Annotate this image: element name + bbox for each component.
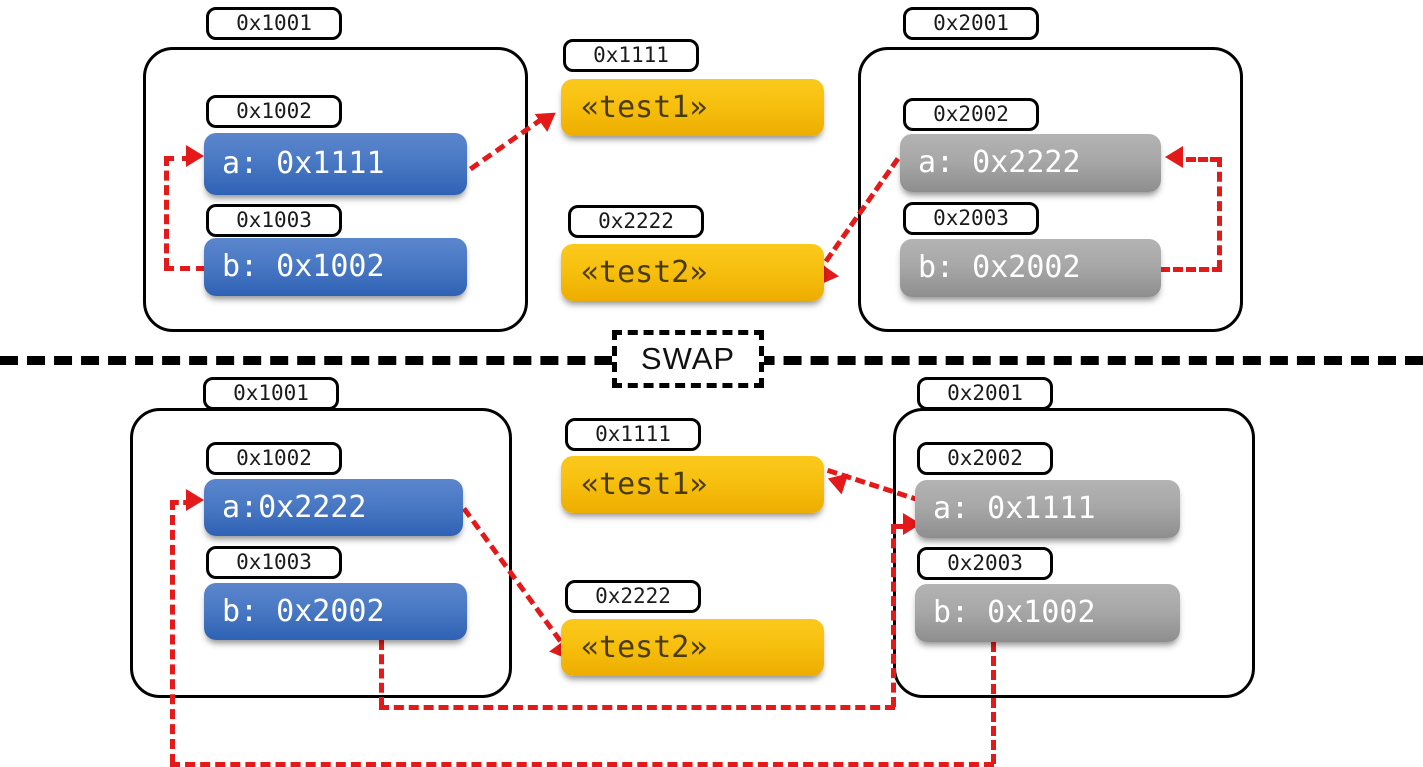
after-bluea-riser-line — [170, 500, 175, 764]
before-string0-cell: «test1» — [561, 79, 824, 136]
before-a-to-test1-arrowhead — [534, 103, 563, 133]
after-right-slot0-cell: a: 0x1111 — [915, 480, 1180, 538]
after-grayb-drop-line — [991, 642, 996, 764]
before-right-a-entry-line — [1186, 157, 1220, 162]
after-left-region-address: 0x1001 — [203, 377, 339, 410]
before-string1-address: 0x2222 — [568, 205, 704, 238]
before-left-riser-line — [164, 156, 169, 268]
before-string1-cell: «test2» — [561, 244, 824, 301]
after-string1-address: 0x2222 — [565, 580, 701, 613]
before-left-a-arrowhead — [186, 145, 204, 167]
before-right-b-exit-line — [1160, 267, 1222, 272]
before-right-a-arrowhead — [1165, 146, 1183, 168]
before-left-slot1-address: 0x1003 — [206, 204, 342, 237]
after-bluea-arrowhead — [186, 489, 204, 511]
before-left-slot0-cell: a: 0x1111 — [204, 133, 467, 195]
before-string0-address: 0x1111 — [563, 39, 699, 72]
after-bluea-entry-line — [170, 500, 192, 505]
before-right-region-address: 0x2001 — [903, 7, 1039, 40]
after-string1-cell: «test2» — [561, 619, 824, 676]
swap-label-text: SWAP — [640, 341, 736, 376]
after-graya-riser-line — [891, 524, 896, 707]
after-graya-entry-line — [891, 524, 911, 529]
after-lower-route-bottom-line — [170, 762, 994, 767]
before-right-slot1-address: 0x2003 — [903, 202, 1039, 235]
after-left-slot0-address: 0x1002 — [206, 442, 342, 475]
before-right-slot0-address: 0x2002 — [903, 98, 1039, 131]
after-left-slot1-address: 0x1003 — [206, 546, 342, 579]
before-left-slot0-address: 0x1002 — [206, 95, 342, 128]
before-left-slot1-cell: b: 0x1002 — [204, 238, 467, 296]
after-right-region-address: 0x2001 — [917, 377, 1053, 410]
before-right-riser-line — [1217, 157, 1222, 270]
after-left-slot0-cell: a:0x2222 — [204, 479, 463, 536]
after-right-slot1-address: 0x2003 — [917, 547, 1053, 580]
after-left-slot1-cell: b: 0x2002 — [204, 583, 467, 640]
after-right-slot1-cell: b: 0x1002 — [915, 584, 1180, 642]
swap-label-box: SWAP — [612, 330, 764, 388]
after-bluel-b-drop-line — [379, 640, 384, 707]
after-string0-address: 0x1111 — [565, 418, 701, 451]
before-left-region-address: 0x1001 — [206, 7, 342, 40]
before-right-slot0-cell: a: 0x2222 — [900, 134, 1161, 192]
before-left-a-entry-line — [164, 156, 192, 161]
after-right-slot0-address: 0x2002 — [917, 442, 1053, 475]
after-lower-route-upper-line — [379, 705, 895, 710]
before-left-b-exit-line — [164, 266, 206, 271]
before-right-slot1-cell: b: 0x2002 — [900, 239, 1161, 297]
after-string0-cell: «test1» — [561, 456, 824, 513]
